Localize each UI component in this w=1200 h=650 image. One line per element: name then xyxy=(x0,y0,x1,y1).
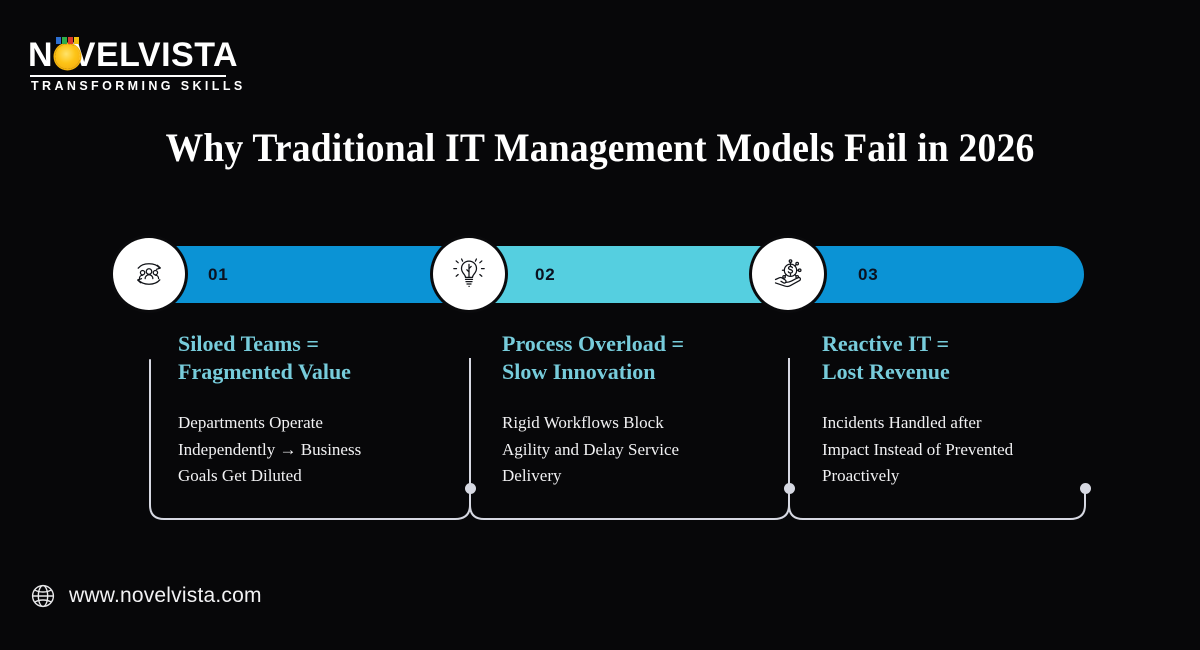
hand-holding-money-icon xyxy=(774,259,802,288)
logo-color-chips xyxy=(56,37,80,44)
step-column-1: Siloed Teams = Fragmented Value Departme… xyxy=(178,330,478,490)
team-collaboration-icon xyxy=(137,263,161,285)
step-icon-bubble-2[interactable] xyxy=(433,238,505,310)
website-url: www.novelvista.com xyxy=(69,584,262,607)
brand-wordmark: N VELVISTA xyxy=(28,36,238,74)
bracket-path-3 xyxy=(788,488,1086,520)
brand-wordmark-part1: N xyxy=(28,36,54,74)
step-body-1: Departments Operate Independently → Busi… xyxy=(178,413,362,485)
column-divider-2 xyxy=(788,358,790,488)
globe-icon xyxy=(31,584,55,608)
step-column-3: Reactive IT = Lost Revenue Incidents Han… xyxy=(822,330,1107,490)
lightbulb-idea-icon xyxy=(453,258,485,287)
step-icon-bubble-3[interactable] xyxy=(752,238,824,310)
step-heading-2: Process Overload = Slow Innovation xyxy=(502,331,684,384)
step-heading-3: Reactive IT = Lost Revenue xyxy=(822,331,950,384)
step-number-2: 02 xyxy=(535,264,556,284)
step-column-2: Process Overload = Slow Innovation Rigid… xyxy=(502,330,802,490)
step-body-3: Incidents Handled after Impact Instead o… xyxy=(822,413,1014,485)
brand-tagline: TRANSFORMING SKILLS xyxy=(31,79,246,93)
brand-logo: N VELVISTA TRANSFORMING SKILLS xyxy=(28,36,246,93)
step-number-1: 01 xyxy=(208,264,229,284)
sun-logo-icon xyxy=(52,36,84,74)
brand-wordmark-part2: VELVISTA xyxy=(72,36,238,74)
step-icon-bubble-1[interactable] xyxy=(113,238,185,310)
timeline-bar: 01 02 03 xyxy=(113,246,1084,303)
step-body-2: Rigid Workflows Block Agility and Delay … xyxy=(502,413,680,485)
timeline-segment-3[interactable]: 03 xyxy=(788,246,1084,303)
step-heading-1: Siloed Teams = Fragmented Value xyxy=(178,331,351,384)
page-title: Why Traditional IT Management Models Fai… xyxy=(165,125,1035,170)
timeline-segment-2[interactable]: 02 xyxy=(468,246,788,303)
logo-divider-rule xyxy=(30,75,226,77)
bracket-path-2 xyxy=(469,488,790,520)
step-number-3: 03 xyxy=(858,264,879,284)
footer-website[interactable]: www.novelvista.com xyxy=(30,583,262,609)
